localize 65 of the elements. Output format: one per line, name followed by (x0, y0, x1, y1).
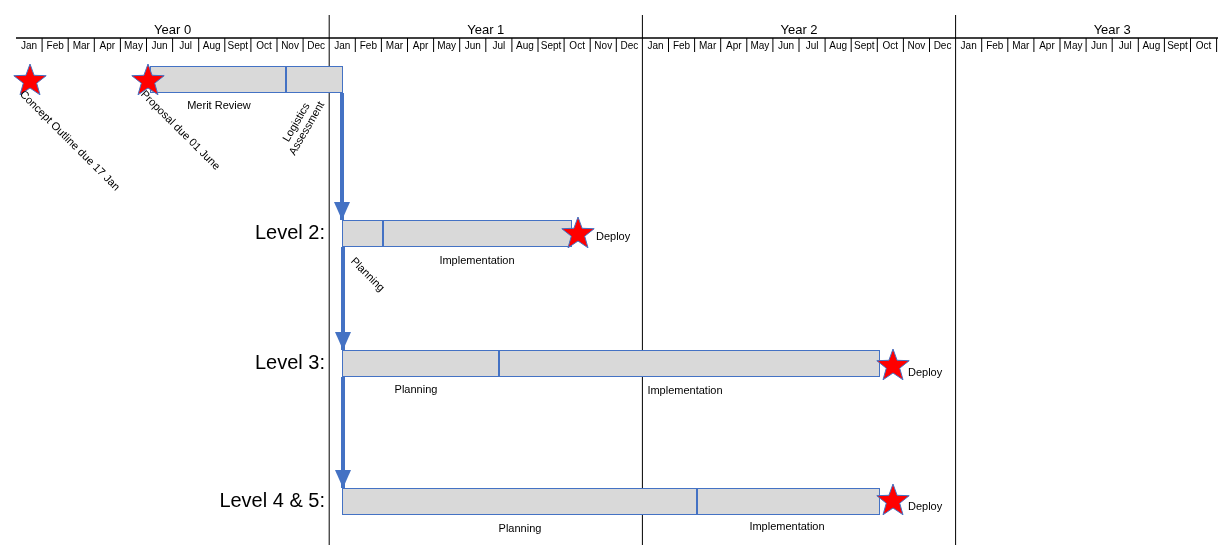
month-label: Apr (412, 40, 429, 51)
year-label: Year 3 (1093, 22, 1131, 37)
year-label: Year 1 (467, 22, 505, 37)
month-label: Feb (672, 40, 691, 51)
month-label: Dec (620, 40, 639, 51)
bar-label: Merit Review (187, 99, 251, 111)
bar-label: Implementation (647, 384, 723, 396)
month-label: Jul (1118, 40, 1132, 51)
month-label: Oct (882, 40, 899, 51)
month-label: Oct (256, 40, 272, 51)
bar-label: Planning (498, 522, 542, 534)
level-label: Level 2: (254, 221, 325, 244)
month-label: Sept (1167, 40, 1188, 51)
bar-label: Planning (394, 383, 438, 395)
month-label: Jan (960, 40, 977, 51)
arrow (335, 247, 351, 350)
month-label: Dec (933, 40, 952, 51)
milestone-label: Deploy (908, 366, 943, 378)
month-label: Aug (829, 40, 848, 51)
month-label: Jun (151, 40, 168, 51)
month-label: Apr (725, 40, 742, 51)
month-label: Nov (594, 40, 613, 51)
arrow (334, 93, 350, 220)
month-label: Jul (805, 40, 819, 51)
month-label: Jul (179, 40, 193, 51)
year-label: Year 0 (154, 22, 192, 37)
month-label: Jun (777, 40, 794, 51)
month-label: Aug (202, 40, 221, 51)
month-label: Mar (699, 40, 717, 51)
level-label: Level 3: (254, 351, 325, 374)
month-label: Jul (492, 40, 506, 51)
month-label: Jan (334, 40, 351, 51)
month-label: Aug (1142, 40, 1161, 51)
month-label: Mar (72, 40, 90, 51)
month-label: Mar (385, 40, 404, 51)
month-label: Sept (853, 40, 875, 51)
bar-label: Implementation (439, 254, 515, 266)
month-label: Apr (99, 40, 116, 51)
month-label: Mar (1012, 40, 1030, 51)
month-label: Jan (647, 40, 664, 51)
month-label: Jan (21, 40, 38, 51)
month-label: Oct (569, 40, 585, 51)
month-label: Aug (516, 40, 534, 51)
month-label: Nov (281, 40, 299, 51)
month-label: Dec (307, 40, 326, 51)
month-label: Apr (1039, 40, 1055, 51)
month-label: Jun (1091, 40, 1108, 51)
year-label: Year 2 (780, 22, 818, 37)
month-label: Nov (907, 40, 926, 51)
milestone-label: Deploy (596, 230, 631, 242)
level-label: Level 4 & 5: (219, 489, 325, 512)
month-label: May (750, 40, 770, 51)
bar-label: Implementation (749, 520, 825, 532)
month-label: Oct (1195, 40, 1212, 51)
month-label: Sept (227, 40, 249, 51)
arrow (335, 377, 351, 488)
month-label: May (124, 40, 143, 51)
month-label: Jun (464, 40, 481, 51)
month-label: Feb (986, 40, 1004, 51)
month-label: May (437, 40, 457, 51)
month-label: May (1063, 40, 1083, 51)
month-label: Feb (359, 40, 377, 51)
month-label: Sept (540, 40, 562, 51)
month-label: Feb (46, 40, 64, 51)
milestone-label: Deploy (908, 500, 943, 512)
